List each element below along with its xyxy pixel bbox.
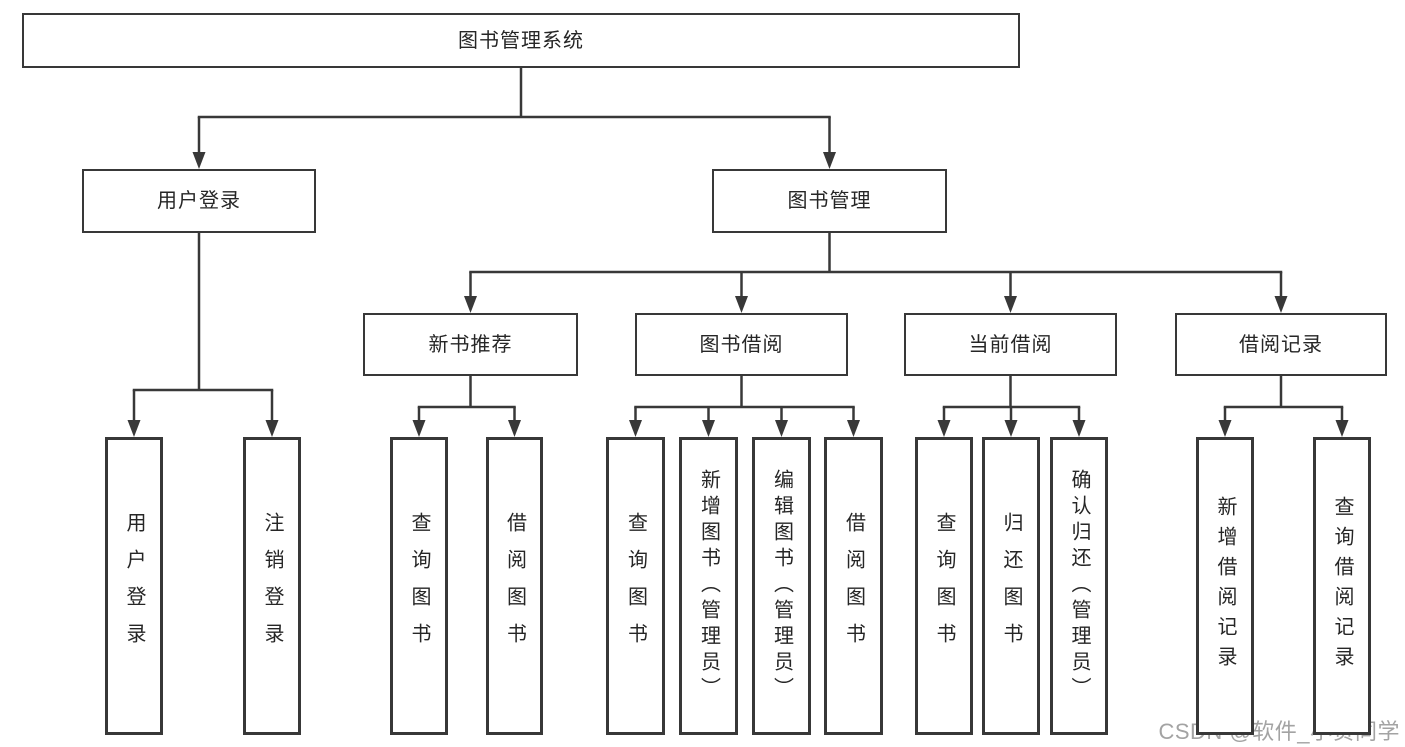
diagram-node-root: 图书管理系统 [22, 13, 1020, 68]
diagram-node-bb-edit-book: 编辑图书（管理员） [752, 437, 811, 735]
node-label-new-book-rec: 新书推荐 [428, 333, 513, 356]
diagram-node-book-borrow: 图书借阅 [635, 313, 848, 376]
diagram-node-nbr-borrow-book: 借阅图书 [486, 437, 543, 735]
diagram-node-bb-add-book: 新增图书（管理员） [679, 437, 738, 735]
diagram-node-nbr-query-book: 查询图书 [390, 437, 448, 735]
diagram-node-ul-logout: 注销登录 [243, 437, 301, 735]
node-label-bb-borrow-book: 借阅图书 [842, 512, 865, 660]
node-label-user-login: 用户登录 [157, 190, 241, 212]
node-label-cb-confirm-return: 确认归还（管理员） [1068, 469, 1090, 703]
node-label-cb-return-book: 归还图书 [1000, 512, 1022, 660]
node-label-ul-user-login: 用户登录 [123, 512, 145, 660]
node-label-borrow-records: 借阅记录 [1239, 333, 1323, 356]
diagram-node-br-add-record: 新增借阅记录 [1196, 437, 1254, 735]
diagram-node-cb-query-book: 查询图书 [915, 437, 973, 735]
node-label-br-query-record: 查询借阅记录 [1331, 496, 1353, 676]
node-label-br-add-record: 新增借阅记录 [1214, 496, 1236, 676]
node-label-bb-edit-book: 编辑图书（管理员） [770, 469, 793, 703]
node-label-nbr-query-book: 查询图书 [408, 512, 430, 660]
diagram-node-bb-borrow-book: 借阅图书 [824, 437, 883, 735]
diagram-node-cb-return-book: 归还图书 [982, 437, 1040, 735]
diagram-node-br-query-record: 查询借阅记录 [1313, 437, 1371, 735]
node-label-bb-add-book: 新增图书（管理员） [697, 469, 720, 703]
diagram-node-new-book-rec: 新书推荐 [363, 313, 578, 376]
diagram-node-book-mgmt: 图书管理 [712, 169, 947, 233]
diagram-node-cb-confirm-return: 确认归还（管理员） [1050, 437, 1108, 735]
diagram-node-ul-user-login: 用户登录 [105, 437, 163, 735]
diagram-node-borrow-records: 借阅记录 [1175, 313, 1387, 376]
node-label-root: 图书管理系统 [458, 29, 584, 52]
diagram-node-user-login: 用户登录 [82, 169, 316, 233]
diagram-node-bb-query-book: 查询图书 [606, 437, 665, 735]
node-label-book-mgmt: 图书管理 [787, 190, 872, 212]
node-label-current-borrow: 当前借阅 [968, 333, 1053, 356]
node-label-nbr-borrow-book: 借阅图书 [503, 512, 526, 660]
node-label-book-borrow: 图书借阅 [699, 333, 784, 356]
diagram-node-current-borrow: 当前借阅 [904, 313, 1117, 376]
node-label-ul-logout: 注销登录 [261, 512, 283, 660]
node-label-cb-query-book: 查询图书 [933, 512, 955, 660]
node-label-bb-query-book: 查询图书 [624, 512, 647, 660]
